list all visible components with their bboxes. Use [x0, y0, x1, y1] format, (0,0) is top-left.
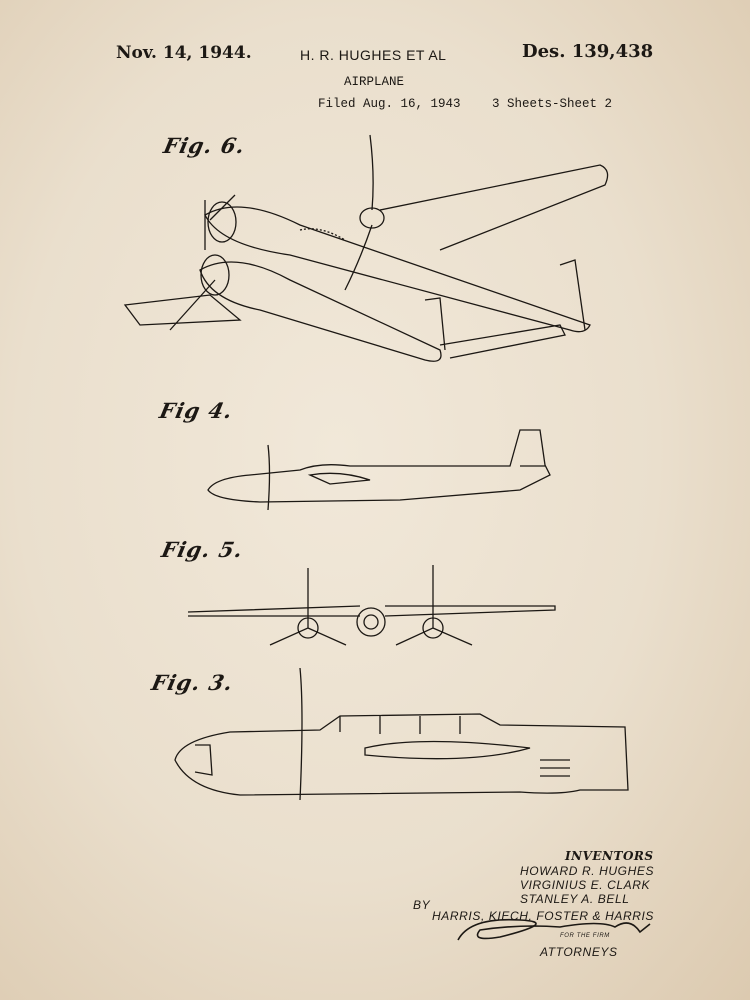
inventor-name: Howard R. Hughes: [520, 864, 655, 878]
filed-date: Filed Aug. 16, 1943: [318, 97, 461, 111]
for-firm-label: For the firm: [560, 933, 610, 939]
fig-3-airplane-detail-drawing: [174, 667, 629, 801]
patent-title: AIRPLANE: [344, 75, 405, 89]
inventor-name: Virginius E. Clark: [520, 878, 651, 892]
inventor-short: H. R. HUGHES ET AL: [300, 47, 447, 63]
inventors-heading: INVENTORS: [565, 849, 654, 863]
attorney-signature: [457, 918, 651, 941]
sheet-count: 3 Sheets-Sheet 2: [492, 97, 613, 111]
attorneys-label: Attorneys: [540, 945, 618, 959]
fig-5-airplane-front-drawing: [187, 565, 556, 646]
attorney-firm: Harris, Kiech, Foster & Harris: [432, 909, 655, 923]
fig-6-airplane-perspective-drawing: [123, 134, 609, 362]
patent-number: Des. 139,438: [522, 41, 654, 62]
fig-4-airplane-side-drawing: [207, 429, 551, 511]
by-label: By: [413, 898, 431, 912]
inventor-name: Stanley A. Bell: [520, 892, 630, 906]
inventor-names: Howard R. Hughes Virginius E. Clark Stan…: [520, 864, 654, 906]
patent-date: Nov. 14, 1944.: [116, 43, 252, 63]
